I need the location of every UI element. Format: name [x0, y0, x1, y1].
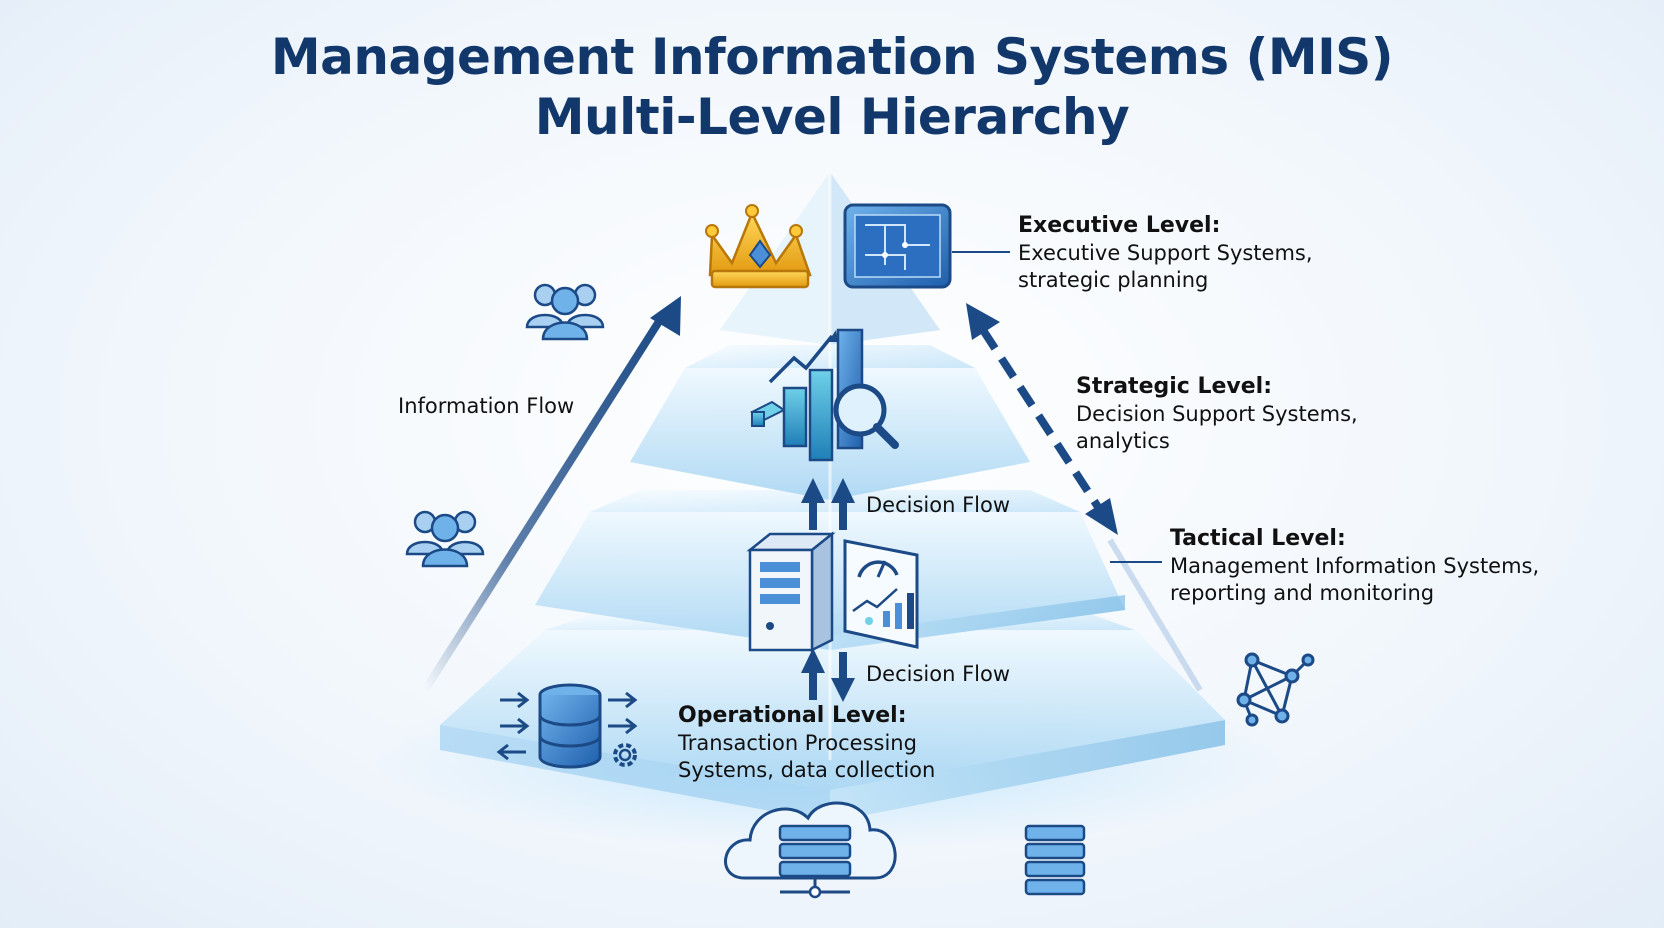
- crown-icon: [705, 204, 812, 289]
- faded-flow-line: [1107, 538, 1203, 692]
- dashboard-icon: [843, 539, 919, 649]
- server-icon: [746, 531, 836, 653]
- tactical-level-label: Tactical Level: Management Information S…: [1170, 526, 1539, 605]
- blueprint-icon: [843, 203, 952, 289]
- diagram-title-line-1: Management Information Systems (MIS): [270, 28, 1394, 86]
- operational-level-title: Operational Level:: [678, 703, 907, 728]
- strategic-level-title: Strategic Level:: [1076, 374, 1272, 399]
- cloud-server-icon: [724, 801, 897, 899]
- database-icon: [538, 683, 602, 769]
- operational-level-label: Operational Level: Transaction Processin…: [677, 703, 935, 782]
- executive-level-line2: strategic planning: [1018, 268, 1208, 292]
- decision-flow-bidirectional-arrow: [966, 303, 1118, 535]
- user-group-icon: [525, 283, 605, 341]
- information-flow-label: Information Flow: [398, 394, 574, 418]
- decision-flow-label-lower: Decision Flow: [866, 662, 1010, 686]
- decision-flow-arrows-upper: [801, 478, 855, 530]
- executive-level-line1: Executive Support Systems,: [1018, 241, 1313, 265]
- operational-level-line1: Transaction Processing: [677, 731, 917, 755]
- strategic-level-line2: analytics: [1076, 429, 1170, 453]
- decision-flow-arrows-lower: [801, 648, 855, 702]
- operational-level-line2: Systems, data collection: [678, 758, 935, 782]
- user-group-icon: [405, 510, 485, 568]
- strategic-level-line1: Decision Support Systems,: [1076, 402, 1358, 426]
- data-flow-arrows-icon: [496, 691, 638, 761]
- diagram-title-line-2: Multi-Level Hierarchy: [534, 88, 1130, 146]
- tactical-level-title: Tactical Level:: [1170, 526, 1346, 551]
- network-icon: [1236, 652, 1315, 727]
- tactical-level-line1: Management Information Systems,: [1170, 554, 1539, 578]
- tactical-level-line2: reporting and monitoring: [1170, 581, 1434, 605]
- executive-level-label: Executive Level: Executive Support Syste…: [1018, 213, 1313, 292]
- executive-level-title: Executive Level:: [1018, 213, 1220, 238]
- information-flow-arrow: [421, 296, 681, 693]
- strategic-level-label: Strategic Level: Decision Support System…: [1076, 374, 1358, 453]
- bar-chart-magnifier-icon: [750, 328, 899, 462]
- decision-flow-label-upper: Decision Flow: [866, 493, 1010, 517]
- server-rack-icon: [1024, 824, 1086, 896]
- gear-icon: [613, 743, 637, 767]
